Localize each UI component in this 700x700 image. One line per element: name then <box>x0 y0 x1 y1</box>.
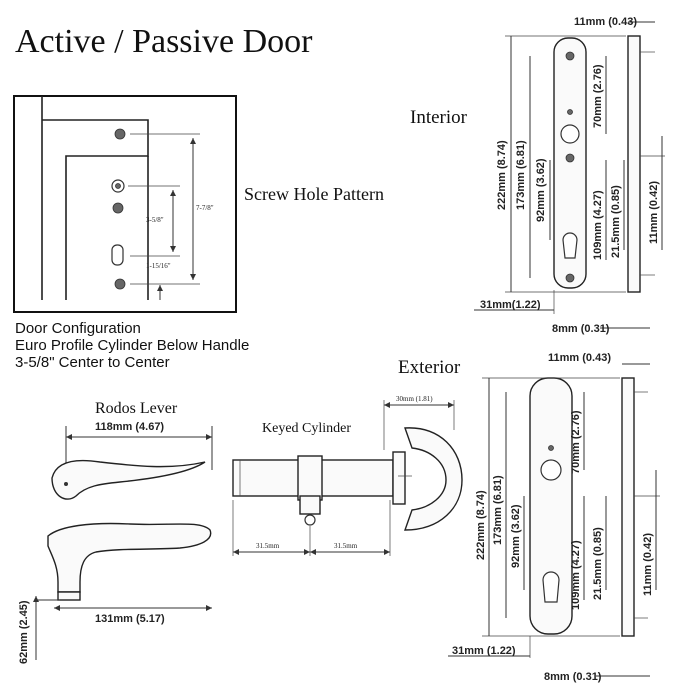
interior-lower-dim: 109mm (4.27) <box>592 190 604 260</box>
lever-width-dim: 131mm (5.17) <box>95 613 165 625</box>
exterior-mid-dim: 92mm (3.62) <box>510 504 522 568</box>
screw-hole-pattern-panel: 7-7/8" 3-5/8" 1-15/16" <box>13 95 237 313</box>
exterior-plate <box>529 377 660 637</box>
exterior-top-width-dim: 11mm (0.43) <box>548 352 611 364</box>
exterior-label: Exterior <box>398 357 461 378</box>
exterior-overall-dim: 222mm (8.74) <box>475 490 487 560</box>
screw-hole-pattern-label: Screw Hole Pattern <box>244 184 384 204</box>
interior-mid-dim: 92mm (3.62) <box>535 158 547 222</box>
lever-label: Rodos Lever <box>95 400 178 417</box>
cylinder-label: Keyed Cylinder <box>262 421 351 436</box>
lever-height-dim: 62mm (2.45) <box>18 600 30 664</box>
interior-thickness-dim: 8mm (0.31) <box>552 323 610 335</box>
dim-3-5-8: 3-5/8" <box>146 216 164 224</box>
exterior-center-dim: 173mm (6.81) <box>492 475 504 545</box>
config-line-1: Door Configuration <box>15 320 141 337</box>
lever-length-dim: 118mm (4.67) <box>95 421 164 433</box>
cylinder-turn-dim: 30mm (1.81) <box>396 395 433 403</box>
exterior-lower-dim: 109mm (4.27) <box>570 540 582 610</box>
interior-plate <box>553 35 665 293</box>
exterior-depth-dim: 21.5mm (0.85) <box>592 527 604 600</box>
interior-center-dim: 173mm (6.81) <box>515 140 527 210</box>
exterior-side-dim: 11mm (0.42) <box>642 533 654 596</box>
interior-bottom-width-dim: 31mm(1.22) <box>480 299 541 311</box>
interior-upper-dim: 70mm (2.76) <box>592 64 604 128</box>
exterior-thickness-dim: 8mm (0.31) <box>544 671 602 683</box>
interior-top-width-dim: 11mm (0.43) <box>574 16 637 28</box>
cylinder-right-dim: 31.5mm <box>334 542 358 550</box>
cylinder-left-dim: 31.5mm <box>256 542 280 550</box>
lever-side-view <box>47 522 212 593</box>
interior-label: Interior <box>410 107 468 128</box>
lever-top-view <box>51 459 206 500</box>
page-title: Active / Passive Door <box>15 23 313 60</box>
dim-7-7-8: 7-7/8" <box>196 204 214 212</box>
dim-1-15-16: 1-15/16" <box>146 262 171 270</box>
keyed-cylinder <box>232 427 463 531</box>
interior-depth-dim: 21.5mm (0.85) <box>610 185 622 258</box>
exterior-bottom-width-dim: 31mm (1.22) <box>452 645 516 657</box>
interior-overall-dim: 222mm (8.74) <box>496 140 508 210</box>
interior-side-dim: 11mm (0.42) <box>648 181 660 244</box>
config-line-3: 3-5/8" Center to Center <box>15 354 170 371</box>
config-line-2: Euro Profile Cylinder Below Handle <box>15 337 249 354</box>
exterior-upper-dim: 70mm (2.76) <box>570 410 582 474</box>
